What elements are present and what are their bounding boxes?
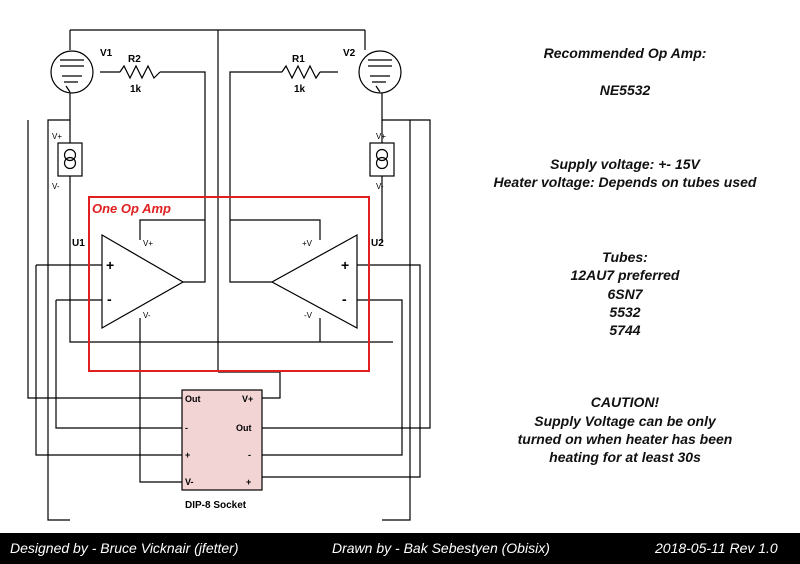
- source-right-vminus: V-: [376, 182, 384, 191]
- opamp-u2-label: U2: [371, 238, 384, 249]
- u2-vplus-label: +V: [302, 239, 313, 248]
- u2-plus-pin: +: [341, 257, 349, 273]
- socket-right-pin-8: V+: [242, 394, 253, 404]
- socket-left-pin-3: +: [185, 450, 190, 460]
- socket-right-pin-7: Out: [236, 423, 252, 433]
- one-op-amp-highlight-box: [88, 196, 370, 372]
- resistor-r1: [281, 64, 321, 80]
- socket-right-pin-6: -: [248, 450, 251, 460]
- dip8-socket-body: [181, 389, 263, 491]
- u1-plus-pin: +: [106, 257, 114, 273]
- resistor-r1-label: R1: [292, 54, 305, 65]
- tube-option: 6SN7: [607, 286, 643, 302]
- recommended-op-amp-value: NE5532: [599, 82, 651, 98]
- tube-v1-label: V1: [100, 48, 113, 59]
- source-left-vplus: V+: [52, 132, 62, 141]
- one-op-amp-label: One Op Amp: [92, 201, 171, 216]
- u2-vminus-label: -V: [304, 311, 313, 320]
- opamp-u2: [270, 233, 358, 330]
- drawn-by: Drawn by - Bak Sebestyen (Obisix): [332, 540, 550, 556]
- designed-by: Designed by - Bruce Vicknair (jfetter): [10, 540, 239, 556]
- tubes-title: Tubes:: [602, 249, 648, 265]
- source-left-vminus: V-: [52, 182, 60, 191]
- resistor-r1-value: 1k: [294, 84, 306, 95]
- tube-v1: [50, 50, 94, 94]
- u1-minus-pin: -: [107, 291, 112, 307]
- socket-left-pin-2: -: [185, 423, 188, 433]
- caution-title: CAUTION!: [590, 394, 660, 410]
- credits-footer: Designed by - Bruce Vicknair (jfetter) D…: [0, 533, 800, 564]
- tube-option: 5744: [609, 322, 641, 338]
- caution-line: Supply Voltage can be only: [534, 413, 716, 429]
- current-source-right: [369, 142, 395, 177]
- tube-option: 5532: [609, 304, 641, 320]
- resistor-r2-label: R2: [128, 54, 141, 65]
- socket-left-pin-4: V-: [185, 477, 194, 487]
- tube-option: 12AU7 preferred: [570, 267, 680, 283]
- current-source-left: [57, 142, 83, 177]
- u1-vminus-label: V-: [143, 311, 151, 320]
- resistor-r2: [119, 64, 161, 80]
- recommended-op-amp-title: Recommended Op Amp:: [543, 45, 707, 61]
- source-right-vplus: V+: [376, 132, 386, 141]
- u2-minus-pin: -: [342, 291, 347, 307]
- opamp-u1-label: U1: [72, 238, 85, 249]
- tube-v2: [358, 50, 402, 94]
- u1-vplus-label: V+: [143, 239, 153, 248]
- socket-right-pin-5: +: [246, 477, 251, 487]
- circuit-wires: [27, 29, 431, 521]
- resistor-r2-value: 1k: [130, 84, 142, 95]
- caution-line: turned on when heater has been: [517, 431, 733, 447]
- tube-v2-label: V2: [343, 48, 356, 59]
- supply-voltage-note: Supply voltage: +- 15V: [550, 156, 700, 172]
- heater-voltage-note: Heater voltage: Depends on tubes used: [493, 174, 757, 190]
- caution-line: heating for at least 30s: [549, 449, 701, 465]
- date-revision: 2018-05-11 Rev 1.0: [655, 540, 778, 556]
- socket-left-pin-1: Out: [185, 394, 201, 404]
- opamp-u1: [101, 233, 185, 330]
- socket-title: DIP-8 Socket: [185, 500, 247, 511]
